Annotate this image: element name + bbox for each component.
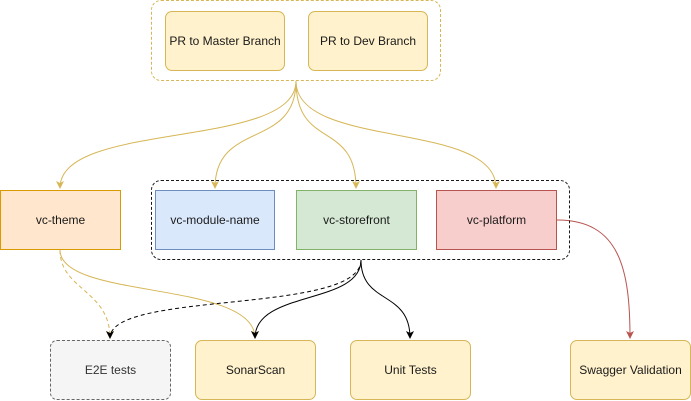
sonarscan-node: SonarScan	[195, 340, 316, 400]
vc-storefront-node: vc-storefront	[296, 190, 417, 250]
edge-pr-to-vc-module-name	[211, 80, 297, 189]
edge-pr-to-vc-platform	[295, 80, 500, 189]
unit-tests-node: Unit Tests	[350, 340, 471, 400]
vc-module-name-node: vc-module-name	[155, 190, 275, 250]
modules-group	[151, 180, 570, 260]
vc-theme-node: vc-theme	[0, 190, 121, 250]
e2e-tests-node: E2E tests	[50, 340, 171, 400]
pr-to-dev-node: PR to Dev Branch	[308, 11, 428, 71]
pr-to-master-node: PR to Master Branch	[165, 11, 285, 71]
pr-trigger-group	[151, 0, 441, 81]
swagger-validation-node: Swagger Validation	[570, 340, 691, 400]
edge-group-to-unit-tests	[360, 259, 414, 339]
edge-group-to-sonarscan	[251, 259, 362, 339]
edge-pr-to-vc-storefront	[295, 80, 360, 189]
edge-group-to-e2e	[106, 259, 362, 339]
edge-vc-theme-to-e2e	[59, 249, 114, 339]
edge-pr-to-vc-theme	[56, 80, 297, 189]
edge-vc-theme-to-sonarscan	[59, 249, 259, 339]
edge-vc-platform-to-swagger	[556, 219, 634, 339]
vc-platform-node: vc-platform	[436, 190, 557, 250]
